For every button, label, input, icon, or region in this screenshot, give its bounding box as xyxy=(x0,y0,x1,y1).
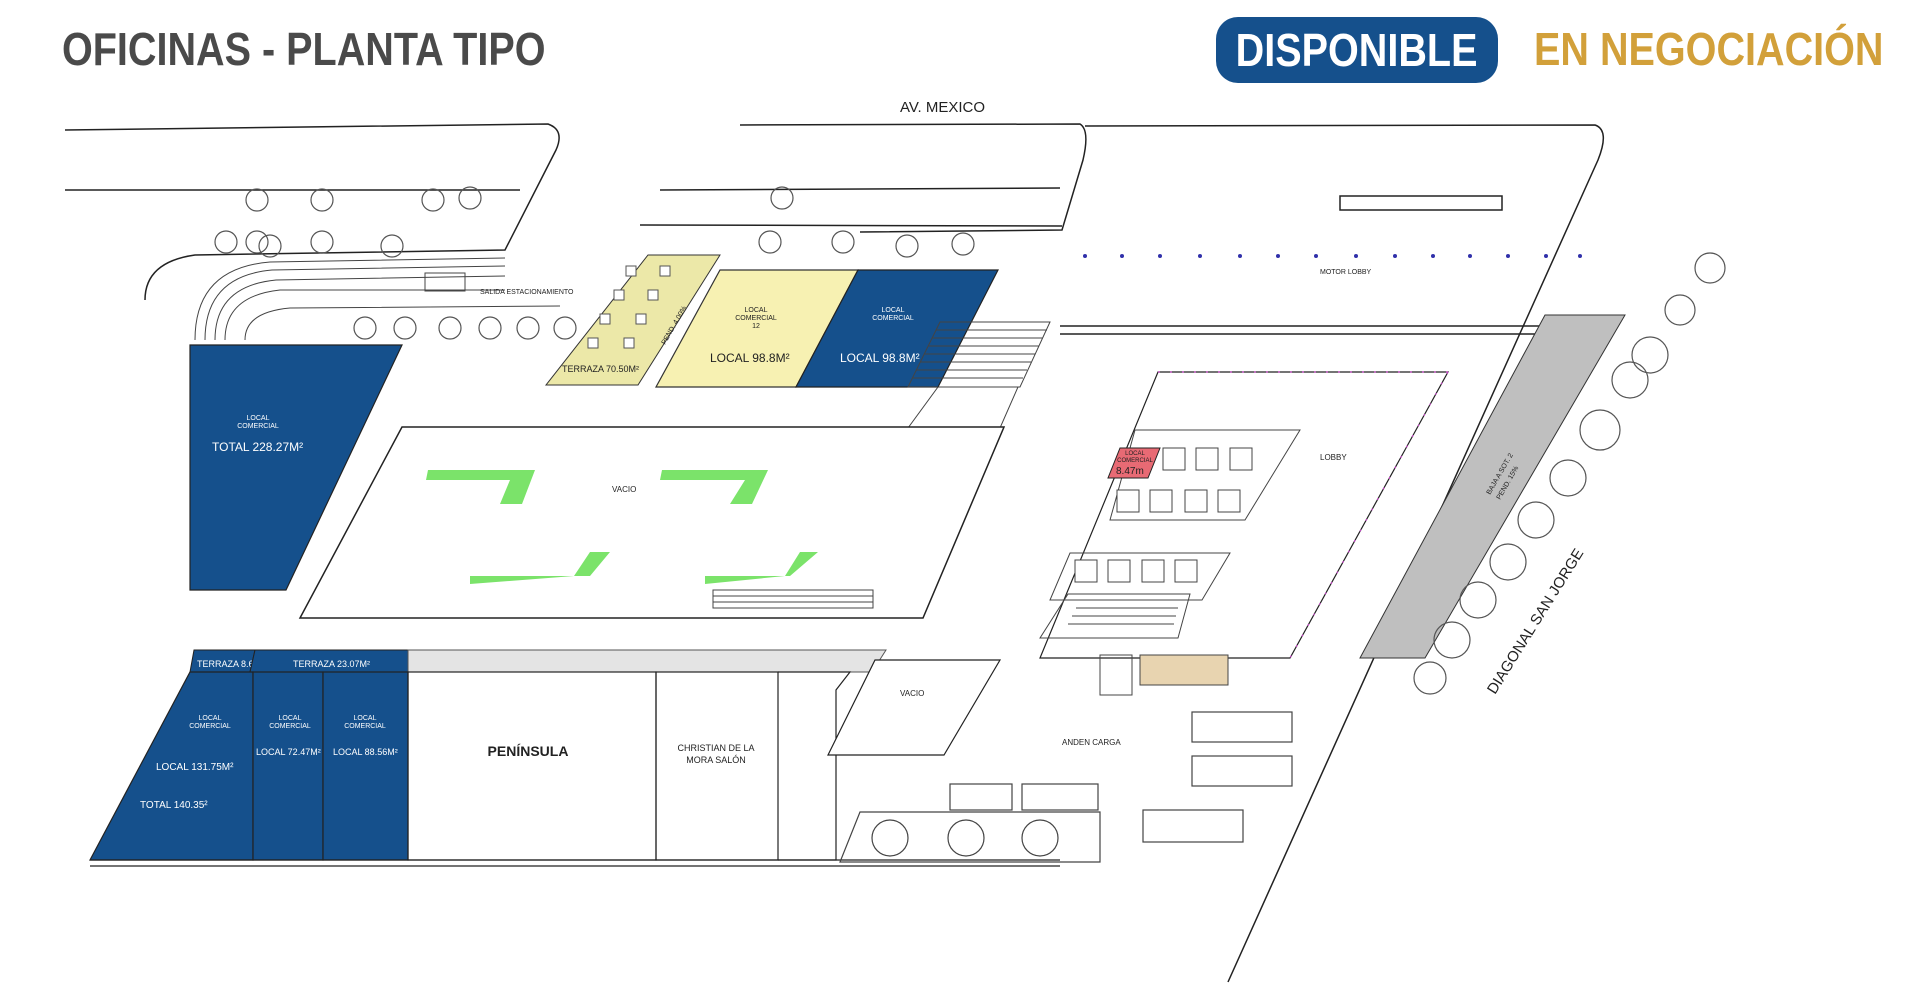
local-14-line1: LOCAL xyxy=(199,715,222,722)
local-11-line1: LOCAL xyxy=(247,415,270,422)
street-right-label: DIAGONAL SAN JORGE xyxy=(1484,546,1587,697)
terrace-small-2-label: TERRAZA 23.07M² xyxy=(293,659,370,669)
escalator xyxy=(712,589,874,609)
local-16-area: LOCAL 88.56M² xyxy=(333,747,398,757)
local-15-line2: COMERCIAL xyxy=(269,723,311,730)
local-13-area: LOCAL 98.8M² xyxy=(840,351,920,365)
local-11-line2: COMERCIAL xyxy=(237,423,279,430)
terrace-small-1-label: TERRAZA 8.61² xyxy=(197,659,262,669)
peninsula-label: PENÍNSULA xyxy=(488,743,569,759)
terrace-top xyxy=(544,254,721,386)
street-outline xyxy=(64,123,1604,983)
car-icon xyxy=(424,272,466,292)
terrace-top-label: TERRAZA 70.50M² xyxy=(562,364,639,374)
bottom-trees xyxy=(839,783,1101,863)
vacio-main xyxy=(298,426,1006,619)
bottom-rooms xyxy=(90,671,1060,867)
salon-line2: MORA SALÓN xyxy=(686,755,746,765)
lobby-label: LOBBY xyxy=(1320,453,1347,462)
vacio-main-label: VACIO xyxy=(612,485,636,494)
local-11-total: TOTAL 228.27M² xyxy=(212,440,303,454)
local-16-line2: COMERCIAL xyxy=(344,723,386,730)
motor-lobby-label: MOTOR LOBBY xyxy=(1320,269,1372,276)
local-14-line2: COMERCIAL xyxy=(189,723,231,730)
local-red-line1: LOCAL xyxy=(1125,451,1145,457)
street-top-label: AV. MEXICO xyxy=(900,99,985,116)
local-red-line2: COMERCIAL xyxy=(1117,458,1153,464)
legend-negotiation-label: EN NEGOCIACIÓN xyxy=(1534,23,1884,75)
stairs-center xyxy=(1039,593,1229,696)
local-16-line1: LOCAL xyxy=(354,715,377,722)
ramp-right xyxy=(1359,314,1626,659)
local-11-available[interactable] xyxy=(189,344,403,591)
local-13-line1: LOCAL xyxy=(882,307,905,314)
terrace-hatched-strip xyxy=(407,649,887,673)
local-12-area: LOCAL 98.8M² xyxy=(710,351,790,365)
motor-lobby-dots xyxy=(1083,254,1582,258)
local-red[interactable] xyxy=(1107,447,1161,479)
trucks xyxy=(1142,711,1293,843)
vacio-small-label: VACIO xyxy=(900,689,924,698)
page-title: OFICINAS - PLANTA TIPO xyxy=(62,23,546,75)
parking-ramp xyxy=(194,257,561,341)
local-14-area: LOCAL 131.75M² xyxy=(156,762,234,773)
salon-line1: CHRISTIAN DE LA xyxy=(677,743,754,753)
local-red-area: 8.47m xyxy=(1116,466,1144,477)
anden-label: ANDEN CARGA xyxy=(1062,738,1121,747)
terrace-tables xyxy=(587,265,671,349)
parking-exit-label: SALIDA ESTACIONAMIENTO xyxy=(480,289,574,296)
local-15-available[interactable] xyxy=(252,671,324,861)
vacio-small xyxy=(827,659,1002,756)
local-12-line2: COMERCIAL xyxy=(735,315,777,322)
local-12-line3: 12 xyxy=(752,323,760,330)
local-15-line1: LOCAL xyxy=(279,715,302,722)
local-15-area: LOCAL 72.47M² xyxy=(256,747,321,757)
local-13-line2: COMERCIAL xyxy=(872,315,914,322)
legend-available-badge: DISPONIBLE xyxy=(1216,17,1498,83)
stairs-top xyxy=(907,321,1051,429)
tree-icons-top xyxy=(214,186,975,340)
tree-icons-right xyxy=(1413,252,1726,695)
local-12-line1: LOCAL xyxy=(745,307,768,314)
elevator-banks xyxy=(1049,429,1301,601)
local-16-available[interactable] xyxy=(322,671,409,861)
local-14-total: TOTAL 140.35² xyxy=(140,800,208,811)
vacio-green-marks xyxy=(426,470,818,584)
